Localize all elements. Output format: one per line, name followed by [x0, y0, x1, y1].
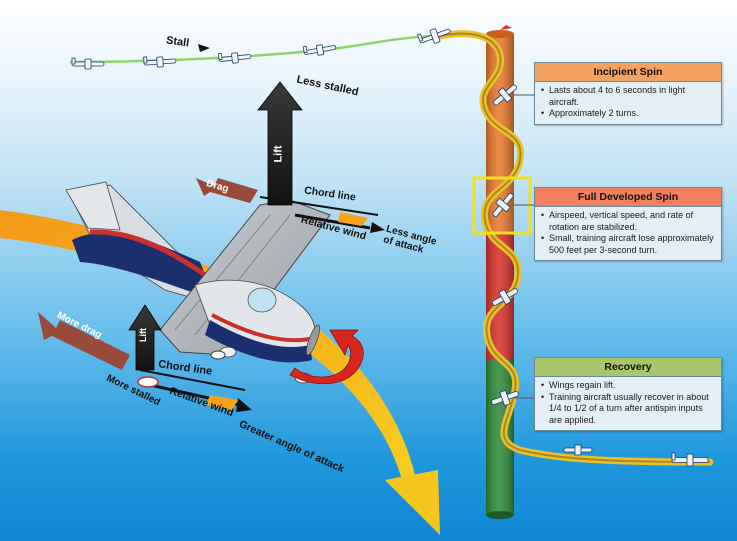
- full-developed-spin-title: Full Developed Spin: [535, 188, 721, 207]
- main-aircraft: [65, 181, 331, 384]
- rotation-arrow-icon: [289, 329, 364, 385]
- full-developed-spin-bullet: Airspeed, vertical speed, and rate of ro…: [541, 210, 715, 233]
- lift-arrow-lower: [128, 304, 162, 371]
- lower-airfoil-lines: [137, 350, 252, 412]
- spiral-path: [436, 30, 714, 466]
- lift-label-lower: Lift: [138, 328, 148, 342]
- flight-path-arrow: [0, 210, 440, 535]
- recovery-bullet: Training aircraft usually recover in abo…: [541, 392, 715, 427]
- more-drag-arrow: [38, 312, 130, 370]
- drag-arrow: [196, 178, 258, 203]
- incipient-spin-bullet: Approximately 2 turns.: [541, 108, 715, 120]
- connector-lines: [514, 94, 534, 399]
- recovery-box: Recovery Wings regain lift. Training air…: [534, 357, 722, 431]
- recovery-bullet: Wings regain lift.: [541, 380, 715, 392]
- upper-airfoil-lines: [259, 196, 385, 233]
- approach-aircraft: [71, 28, 451, 70]
- full-developed-spin-bullet: Small, training aircraft lose approximat…: [541, 233, 715, 256]
- approach-path: [69, 34, 441, 64]
- lift-label-upper: Lift: [272, 145, 285, 163]
- full-developed-spin-box: Full Developed Spin Airspeed, vertical s…: [534, 187, 722, 261]
- incipient-spin-bullet: Lasts about 4 to 6 seconds in light airc…: [541, 85, 715, 108]
- stall-pointer-icon: [198, 44, 210, 52]
- incipient-spin-box: Incipient Spin Lasts about 4 to 6 second…: [534, 62, 722, 125]
- incipient-spin-title: Incipient Spin: [535, 63, 721, 82]
- lift-arrow-upper: [257, 81, 303, 206]
- red-marker-icon: [500, 25, 512, 30]
- recovery-title: Recovery: [535, 358, 721, 377]
- spinning-aircraft: [491, 84, 709, 467]
